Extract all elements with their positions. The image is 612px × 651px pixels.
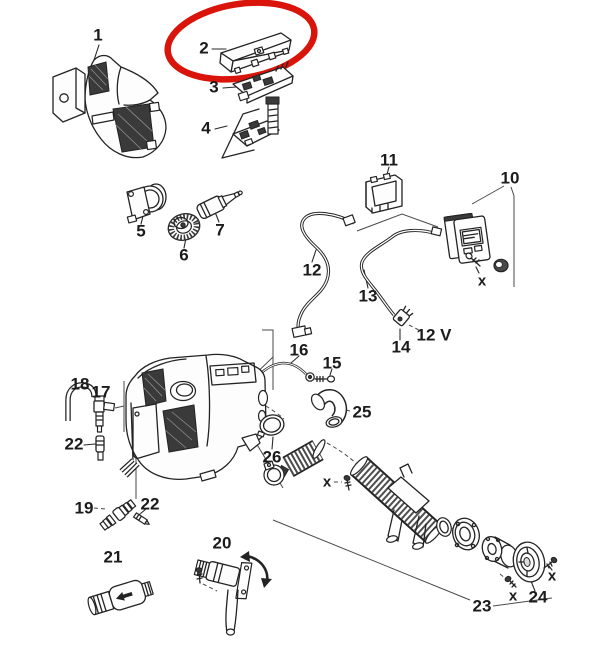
label-part-16: 16 — [290, 341, 309, 360]
label-part-22a: 22 — [65, 435, 84, 454]
label-part-25: 25 — [353, 403, 372, 422]
part-23-exhaust-hose — [349, 456, 444, 544]
label-part-5: 5 — [136, 222, 145, 241]
screw-x4 — [499, 573, 517, 588]
part-24-end-cover — [512, 541, 546, 592]
label-part-4: 4 — [201, 119, 211, 138]
screw-x3 — [543, 556, 558, 571]
label-part-24: 24 — [529, 588, 548, 607]
part-7-glow-plug — [196, 190, 243, 223]
label-screw-x2: x — [323, 474, 332, 491]
heater-unit-body — [119, 353, 269, 482]
part-17-fuel-connector — [93, 395, 116, 433]
standpipe-screw — [195, 567, 218, 592]
hose-mounting-bracket — [386, 463, 430, 550]
label-part-17: 17 — [92, 383, 111, 402]
label-part-7: 7 — [215, 221, 224, 240]
panel-screw — [465, 252, 481, 267]
exhaust-clamp-ring — [263, 460, 285, 486]
part-11-mounting-frame — [365, 166, 403, 214]
label-part-23: 23 — [473, 597, 492, 616]
label-screw-x3: x — [548, 568, 557, 585]
label-part-10: 10 — [501, 169, 520, 188]
label-part-21: 21 — [104, 548, 123, 567]
part-4-control-pcb — [214, 96, 280, 159]
part-21-inline-valve — [87, 579, 154, 616]
part-22a-fuel-pipe-sleeve — [83, 435, 105, 461]
label-part-14: 14 — [392, 338, 411, 357]
part-2-top-cover-lid — [211, 32, 292, 75]
part-5-motor — [126, 183, 167, 225]
part-22b-fuel-pipe-sleeve — [133, 508, 150, 525]
part-14-power-plug — [392, 305, 420, 341]
part-19-angled-fitting — [93, 499, 137, 531]
label-screw-x4: x — [509, 588, 518, 605]
label-part-15: 15 — [323, 354, 342, 373]
label-part-6: 6 — [179, 246, 188, 265]
part-3-upper-circuit-board — [222, 61, 294, 104]
rotation-arrow — [240, 551, 272, 588]
part-1-outer-casing-cover — [52, 44, 167, 159]
label-part-3: 3 — [209, 78, 218, 97]
exhaust-flange-plate — [452, 517, 480, 551]
part-25-air-outlet-elbow — [310, 389, 351, 428]
part-26-closing-cap — [256, 414, 285, 450]
label-part-19: 19 — [75, 499, 94, 518]
label-part-12: 12 — [303, 261, 322, 280]
label-part-18: 18 — [71, 375, 90, 394]
label-part-26: 26 — [263, 448, 282, 467]
part-12-cable — [291, 211, 356, 338]
panel-grommet — [493, 258, 509, 273]
part-20-standpipe-assembly — [193, 551, 272, 636]
label-part-22b: 22 — [141, 495, 160, 514]
part-18-fuel-hose-elbow — [65, 382, 97, 421]
part-13-cable — [359, 226, 443, 317]
label-part-2: 2 — [199, 39, 208, 58]
part-10-control-panel — [443, 185, 515, 287]
label-part-1: 1 — [93, 26, 102, 45]
label-part-13: 13 — [359, 287, 378, 306]
label-supply-voltage: 12 V — [417, 326, 453, 345]
part-15-screw — [314, 368, 336, 383]
muffler-section — [276, 439, 326, 478]
muffler-screw — [334, 475, 352, 491]
part-6-blower-impeller — [167, 213, 201, 249]
label-part-20: 20 — [213, 534, 232, 553]
highlight-ellipse — [164, 0, 318, 83]
label-part-11: 11 — [380, 151, 398, 170]
label-screw-x1: x — [478, 273, 487, 290]
